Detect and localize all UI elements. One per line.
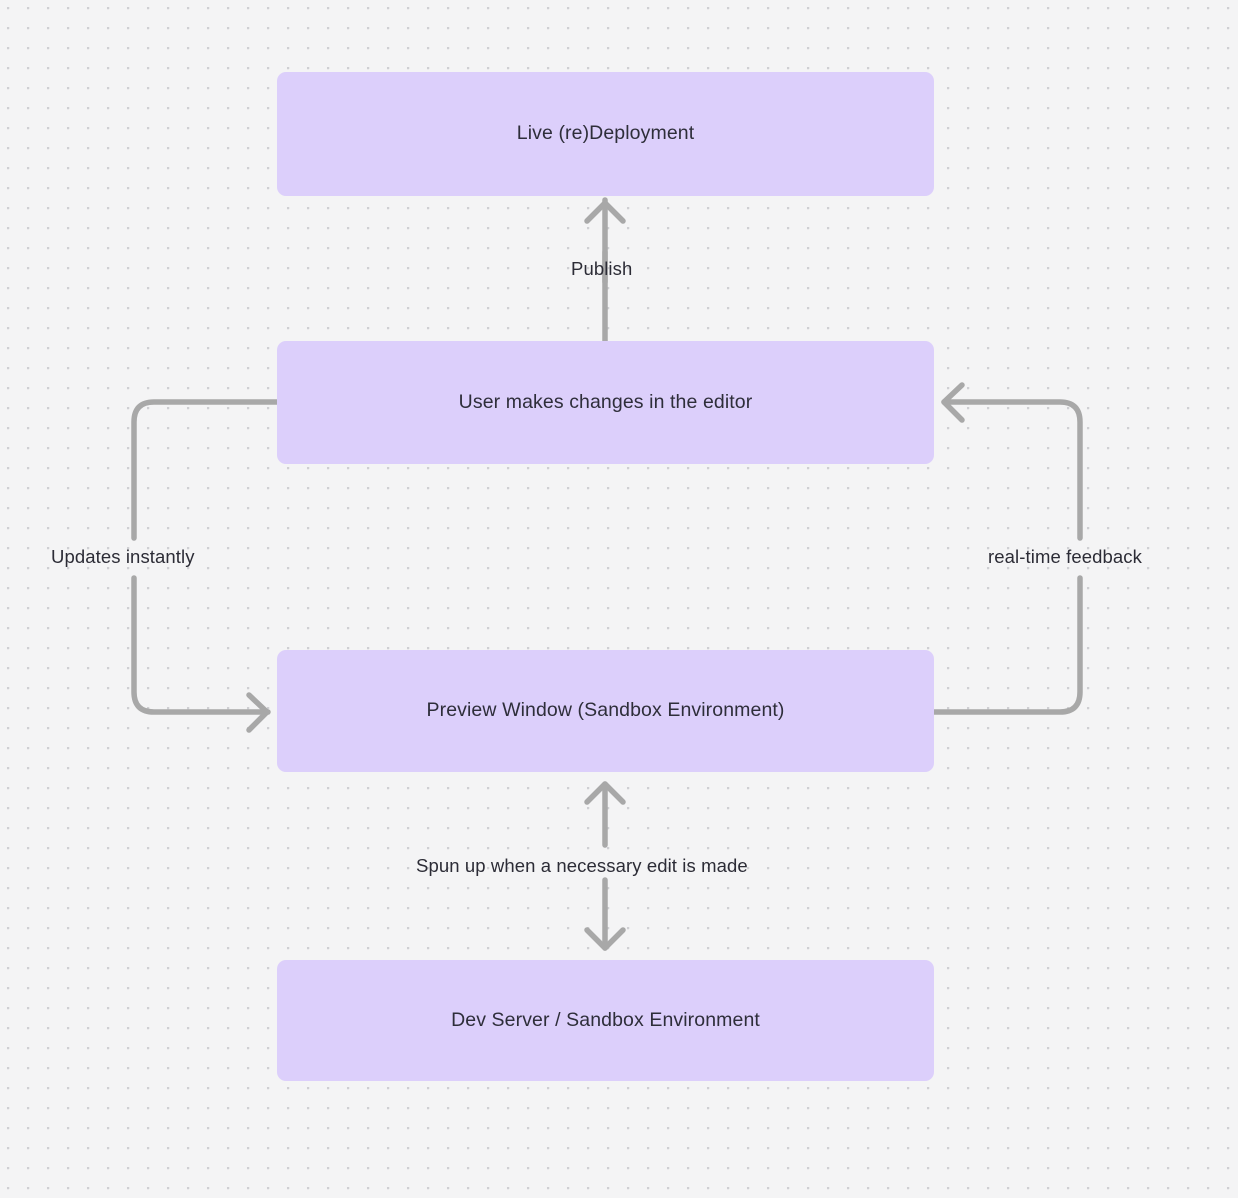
arrowhead-right-updates-instantly [246,692,270,733]
arrowhead-left-realtime-feedback [941,382,965,423]
edge-label-updates-instantly: Updates instantly [51,546,195,567]
node-preview-window-label: Preview Window (Sandbox Environment) [426,699,785,722]
node-preview-window[interactable]: Preview Window (Sandbox Environment) [277,650,934,772]
node-dev-server[interactable]: Dev Server / Sandbox Environment [277,960,934,1081]
edge-label-publish: Publish [571,258,633,279]
arrowhead-up-spun-up [584,781,626,805]
node-live-deployment[interactable]: Live (re)Deployment [277,72,934,196]
node-dev-server-label: Dev Server / Sandbox Environment [451,1008,760,1031]
node-user-makes-changes-in-the-editor[interactable]: User makes changes in the editor [277,341,934,464]
arrowhead-down-spun-up [584,927,626,951]
arrowhead-up-publish [584,200,626,224]
node-user-edits-label: User makes changes in the editor [458,390,753,413]
node-live-deployment-label: Live (re)Deployment [516,122,695,145]
edge-label-realtime-feedback: real-time feedback [988,546,1142,567]
edge-label-spun-up: Spun up when a necessary edit is made [416,855,748,876]
